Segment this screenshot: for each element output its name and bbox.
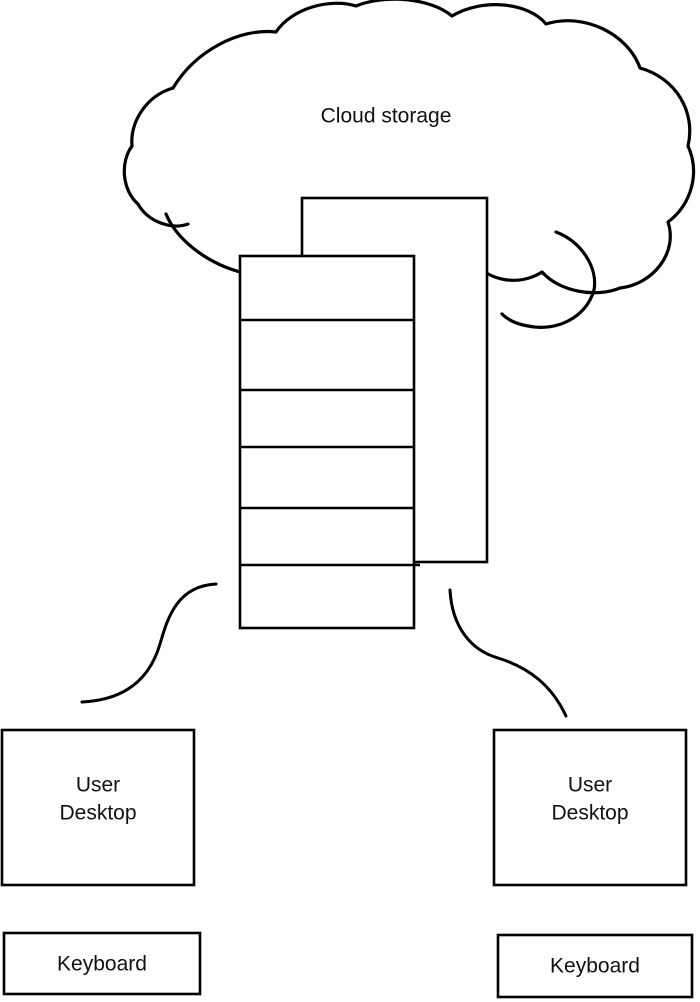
server-rack-front-box	[238, 254, 416, 630]
keyboard-right-box	[496, 933, 694, 999]
cloud-shape	[171, 0, 696, 295]
user-desktop-right-node[interactable]: User Desktop	[492, 728, 688, 887]
user-desktop-right-label-line2: Desktop	[551, 802, 628, 825]
cloud-lobe-bottom-left	[164, 212, 242, 274]
user-desktop-left-label-line2: Desktop	[59, 802, 136, 825]
keyboard-left-box	[2, 931, 202, 996]
server-rack-node[interactable]	[238, 196, 489, 630]
user-desktop-right-label-line1: User	[568, 774, 612, 797]
keyboard-right-node[interactable]: Keyboard	[496, 933, 694, 999]
cloud-storage-node[interactable]: Cloud storage	[122, 0, 696, 329]
keyboard-left-node[interactable]: Keyboard	[2, 931, 202, 996]
user-desktop-left-node[interactable]: User Desktop	[0, 728, 196, 887]
connector-rack-to-left-desktop	[80, 582, 218, 704]
cloud-lobe-bottom-right-inner	[500, 230, 597, 329]
keyboard-right-label: Keyboard	[550, 955, 640, 978]
connector-rack-to-right-desktop	[448, 588, 568, 718]
keyboard-left-label: Keyboard	[57, 953, 147, 976]
user-desktop-left-box	[0, 728, 196, 887]
cloud-label: Cloud storage	[321, 105, 452, 128]
user-desktop-right-box	[492, 728, 688, 887]
user-desktop-left-label-line1: User	[76, 774, 120, 797]
cloud-lobe-left-upper	[122, 86, 190, 228]
